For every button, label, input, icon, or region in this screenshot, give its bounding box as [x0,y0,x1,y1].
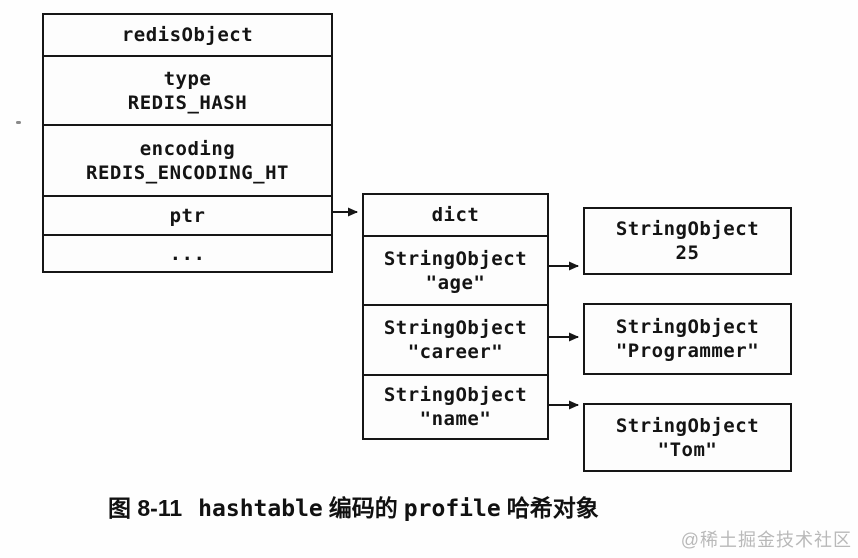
redis-object-box: redisObject type REDIS_HASH encoding RED… [42,13,333,273]
value-type: StringObject [615,414,760,437]
key-value: "age" [425,271,486,294]
redis-object-title: redisObject [121,24,254,46]
encoding-label: encoding [139,137,236,160]
redis-object-header-row: redisObject [44,15,331,55]
encoding-row: encoding REDIS_ENCODING_HT [44,124,331,195]
caption-text-encoding: 编码的 [328,495,398,521]
key-type: StringObject [383,384,528,406]
value-type: StringObject [615,316,760,338]
ellipsis-text: ... [169,242,206,265]
figure-number-label: 图 8-11 [108,495,183,521]
value-box-career: StringObject "Programmer" [583,303,792,375]
dict-title: dict [431,204,480,226]
ellipsis-row: ... [44,234,331,271]
type-label: type [163,67,212,90]
value-box-age: StringObject 25 [583,207,792,275]
dict-key-row-age: StringObject "age" [364,235,547,304]
value-content: "Tom" [657,438,718,461]
key-type: StringObject [383,247,528,270]
watermark-text: @稀土掘金技术社区 [680,530,852,550]
value-type: StringObject [615,218,760,240]
dict-header-row: dict [364,195,547,235]
dict-key-row-career: StringObject "career" [364,304,547,374]
dict-key-row-name: StringObject "name" [364,374,547,438]
dict-box: dict StringObject "age" StringObject "ca… [362,193,549,440]
type-value: REDIS_HASH [127,91,248,114]
scan-artifact-dot [16,121,21,124]
value-row: StringObject 25 [585,209,790,273]
encoding-value: REDIS_ENCODING_HT [86,161,289,184]
ptr-label: ptr [169,204,206,227]
ptr-row: ptr [44,195,331,234]
type-row: type REDIS_HASH [44,55,331,124]
caption-text-hash-object: 哈希对象 [506,495,599,521]
value-row: StringObject "Programmer" [585,305,790,373]
value-content: 25 [675,242,700,264]
caption-code-hashtable: hashtable [198,496,323,522]
value-box-name: StringObject "Tom" [583,403,792,472]
value-row: StringObject "Tom" [585,405,790,470]
value-content: "Programmer" [615,340,760,362]
caption-code-profile: profile [403,496,501,522]
key-value: "career" [407,341,504,363]
key-type: StringObject [383,317,528,339]
key-value: "name" [419,408,492,430]
